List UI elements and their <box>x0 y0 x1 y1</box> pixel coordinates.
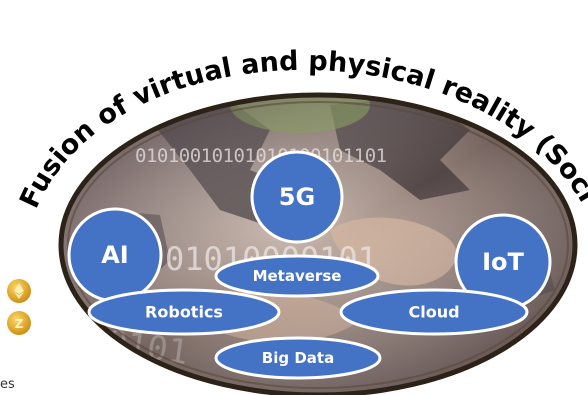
zcash-coin-icon: Z <box>7 311 31 335</box>
ethereum-coin-icon <box>7 279 31 303</box>
node-cloud: Cloud <box>339 288 529 336</box>
node-robotics: Robotics <box>87 288 281 336</box>
node-ai-label: AI <box>101 241 129 269</box>
svg-text:Z: Z <box>15 317 24 331</box>
node-big-data: Big Data <box>214 336 382 380</box>
oval-frame <box>58 92 578 395</box>
node-metaverse-label: Metaverse <box>253 267 342 285</box>
node-robotics-label: Robotics <box>145 303 223 322</box>
node-5g-label: 5G <box>279 183 315 211</box>
node-ai: AI <box>67 207 163 303</box>
node-big-data-label: Big Data <box>262 349 334 367</box>
node-5g: 5G <box>250 150 344 244</box>
node-cloud-label: Cloud <box>408 303 459 322</box>
cut-off-caption: es <box>0 377 15 392</box>
node-metaverse: Metaverse <box>214 254 380 298</box>
binary-text-upper: 01010010101010100101101 <box>135 145 387 167</box>
node-iot: IoT <box>454 213 552 311</box>
node-iot-label: IoT <box>482 248 524 276</box>
